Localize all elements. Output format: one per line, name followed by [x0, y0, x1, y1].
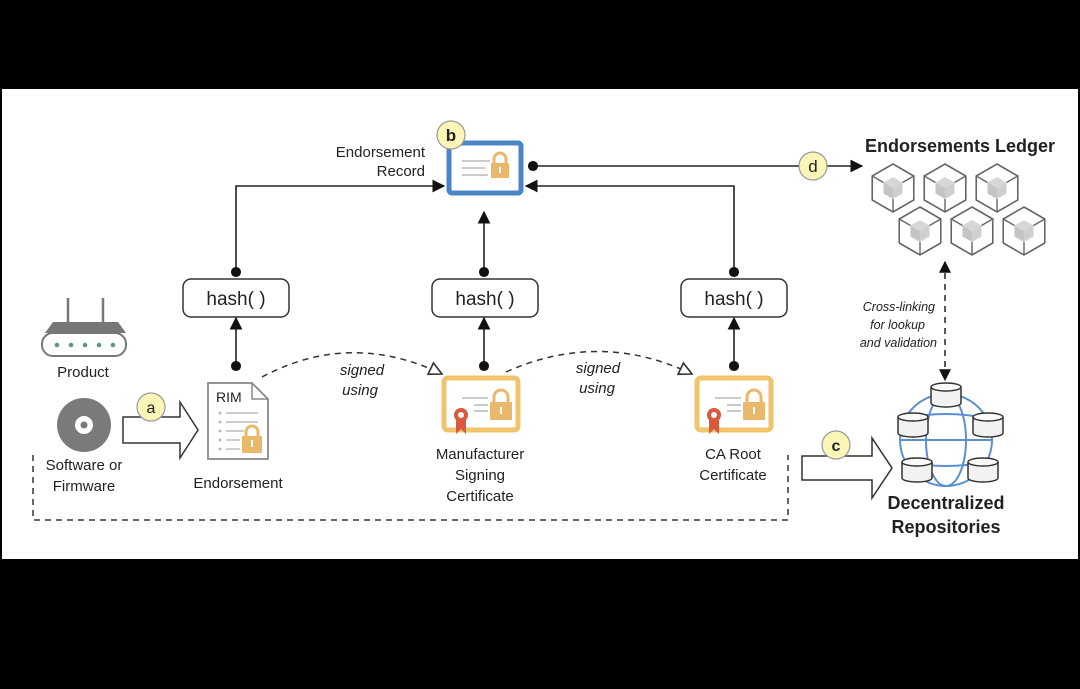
repositories-label-line2: Repositories	[891, 517, 1000, 537]
block-cube-icon	[1002, 206, 1046, 256]
router-icon	[41, 298, 127, 357]
document-lines-icon	[462, 160, 490, 176]
step-marker-a: a	[136, 392, 166, 422]
record-label-line2: Record	[377, 163, 425, 180]
database-icon	[901, 457, 933, 483]
publish-arrow	[801, 435, 893, 501]
software-label-line1: Software or	[46, 457, 123, 474]
repositories-label-line1: Decentralized	[887, 493, 1004, 513]
hash-box-1: hash( )	[182, 278, 290, 318]
signed-using-label-2: signed using	[576, 360, 621, 397]
ca-root-cert-label: CA Root Certificate	[699, 446, 767, 484]
connectors	[229, 159, 864, 372]
block-cube-icon	[950, 206, 994, 256]
svg-text:CA Root: CA Root	[705, 446, 762, 463]
database-icon	[972, 412, 1004, 438]
lock-icon	[491, 151, 509, 178]
database-icon	[967, 457, 999, 483]
block-cube-icon	[975, 163, 1019, 213]
rim-badge: RIM	[216, 389, 242, 405]
disc-icon	[57, 398, 111, 452]
database-icon	[897, 412, 929, 438]
hash-box-label: hash( )	[206, 289, 265, 310]
step-marker-d: d	[798, 151, 828, 181]
step-marker-b: b	[436, 120, 466, 150]
block-cube-icon	[923, 163, 967, 213]
edge-mfr-signed-by-ca	[505, 350, 692, 374]
lock-icon	[242, 424, 262, 453]
svg-text:Signing: Signing	[455, 467, 505, 484]
database-nodes	[897, 382, 1004, 483]
edge-hash3-to-record	[524, 179, 740, 278]
svg-text:for lookup: for lookup	[870, 318, 925, 332]
cross-linking-label: Cross-linking for lookup and validation	[860, 300, 937, 350]
svg-text:b: b	[446, 126, 456, 145]
hash-box-2: hash( )	[431, 278, 539, 318]
hash-box-label: hash( )	[455, 289, 514, 310]
svg-text:d: d	[808, 157, 817, 176]
step-marker-c: c	[821, 430, 851, 460]
svg-text:Cross-linking: Cross-linking	[863, 300, 935, 314]
hash-box-label: hash( )	[704, 289, 763, 310]
manufacturer-cert-icon	[441, 375, 521, 434]
manufacturer-cert-label: Manufacturer Signing Certificate	[436, 446, 524, 505]
svg-text:using: using	[342, 382, 379, 399]
ca-root-cert-icon	[694, 375, 774, 434]
record-label-line1: Endorsement	[336, 144, 426, 161]
svg-text:signed: signed	[576, 360, 621, 377]
generate-arrow	[122, 399, 199, 461]
block-cube-icon	[871, 163, 915, 213]
svg-text:c: c	[832, 438, 841, 455]
edge-endorsement-signed-by-mfr	[261, 352, 442, 378]
block-cube-icon	[898, 206, 942, 256]
edge-hash1-to-record	[230, 179, 446, 278]
svg-text:Certificate: Certificate	[446, 488, 514, 505]
endorsement-label: Endorsement	[193, 475, 283, 492]
svg-text:and validation: and validation	[860, 336, 937, 350]
svg-text:a: a	[147, 400, 156, 417]
ledger-title: Endorsements Ledger	[865, 136, 1055, 156]
hash-box-3: hash( )	[680, 278, 788, 318]
dashed-bracket	[32, 455, 789, 521]
product-label: Product	[57, 364, 110, 381]
software-label-line2: Firmware	[53, 478, 116, 495]
signed-using-label-1: signed using	[340, 362, 385, 399]
svg-text:signed: signed	[340, 362, 385, 379]
signed-using-edges	[32, 260, 951, 521]
svg-text:Manufacturer: Manufacturer	[436, 446, 524, 463]
svg-text:Certificate: Certificate	[699, 467, 767, 484]
database-icon	[930, 382, 962, 408]
endorsement-record-node: Endorsement Record	[336, 140, 524, 196]
svg-text:using: using	[579, 380, 616, 397]
ledger-blocks	[871, 163, 1046, 256]
rim-document-icon: RIM	[207, 382, 269, 460]
